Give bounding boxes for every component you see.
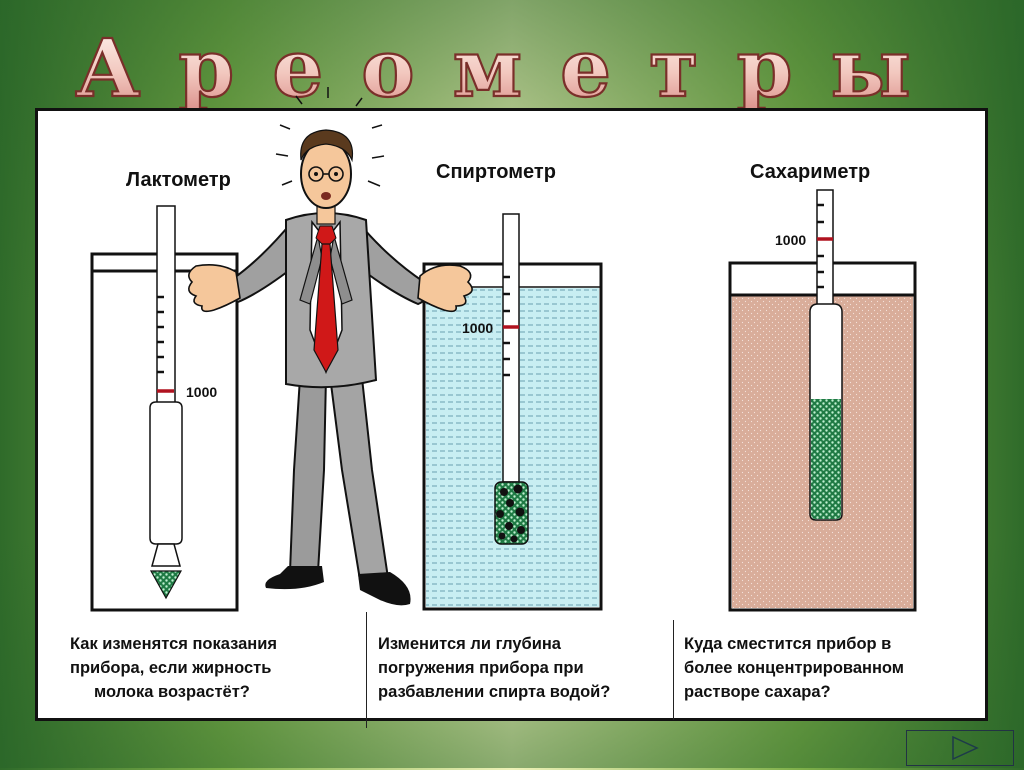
alcoholometer-instrument — [494, 213, 529, 545]
question-line: Куда сместится прибор в — [684, 635, 892, 653]
saccharimeter-instrument — [809, 189, 843, 521]
question-line: погружения прибора при — [378, 659, 584, 677]
play-triangle-icon — [952, 735, 979, 761]
question-alcoholometer: Изменится ли глубина погружения прибора … — [378, 632, 610, 704]
glasses-icon — [308, 166, 344, 182]
question-line: прибора, если жирность — [70, 659, 272, 677]
slide-title: Ареометры — [74, 20, 948, 108]
lactometer-mark-label: 1000 — [186, 384, 217, 400]
man-figure-icon — [188, 87, 473, 606]
alcoholometer-shot — [496, 484, 525, 543]
question-divider — [673, 620, 674, 720]
question-line: растворе сахара? — [684, 683, 831, 701]
question-line: молока возрастёт? — [94, 683, 250, 701]
question-line: разбавлении спирта водой? — [378, 683, 611, 701]
alcoholometer-scale — [503, 275, 510, 377]
question-line: Как изменятся показания — [70, 635, 278, 653]
question-divider — [366, 612, 367, 728]
lactometer-scale — [157, 295, 164, 374]
question-lactometer: Как изменятся показания прибора, если жи… — [70, 632, 277, 704]
alcoholometer-label: Спиртометр — [436, 161, 556, 183]
next-slide-button[interactable] — [906, 730, 1014, 766]
question-line: более концентрированном — [684, 659, 904, 677]
lactometer-instrument — [149, 205, 183, 600]
surprise-lines — [275, 87, 385, 187]
title-text: Ареометры — [75, 21, 948, 108]
question-saccharimeter: Куда сместится прибор в более концентрир… — [684, 632, 904, 704]
alcoholometer-mark-label: 1000 — [462, 320, 493, 336]
lactometer-label: Лактометр — [126, 169, 231, 191]
saccharimeter-scale — [817, 203, 824, 289]
saccharimeter-label: Сахариметр — [750, 161, 871, 183]
question-line: Изменится ли глубина — [378, 635, 561, 653]
saccharimeter-mark-label: 1000 — [775, 232, 806, 248]
